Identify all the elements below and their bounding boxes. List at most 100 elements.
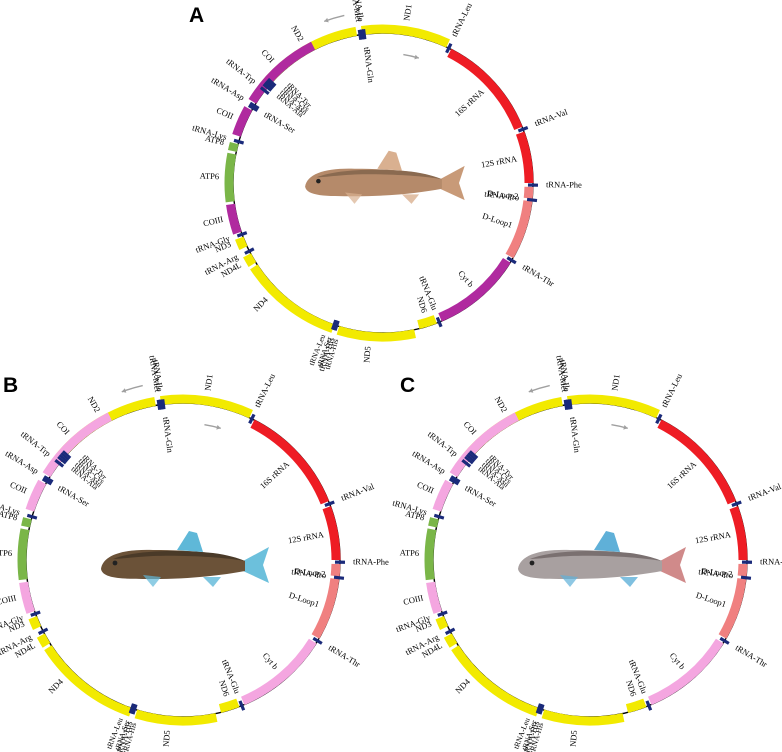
gene-label: COIII <box>402 593 424 607</box>
gene-label: D-Loop1 <box>288 590 321 609</box>
trna-block <box>244 247 255 255</box>
trna-block <box>37 627 49 635</box>
trna-block <box>357 29 363 40</box>
gene-label: tRNA-Thr <box>327 642 363 669</box>
fish-back <box>530 551 662 561</box>
panel-letter: C <box>400 374 415 397</box>
gene-label: tRNA-Phe <box>760 556 782 567</box>
trna-block <box>568 399 573 410</box>
gene-label: Cyt b <box>456 268 476 289</box>
trna-block <box>249 101 260 110</box>
gene-segment <box>541 709 625 726</box>
gene-segment <box>159 394 253 419</box>
gene-label: tRNA-Gln <box>362 46 377 84</box>
trna-block <box>444 627 456 635</box>
trna-block <box>445 42 453 54</box>
gene-segment <box>36 633 51 648</box>
trna-block <box>58 454 69 463</box>
trna-block <box>526 197 538 203</box>
gene-label: tRNA-Leu <box>659 371 684 409</box>
gene-segment <box>438 257 511 322</box>
arrow-head <box>121 388 127 393</box>
fish-tail <box>660 547 686 583</box>
trna-block <box>57 455 67 465</box>
trna-block <box>233 138 245 145</box>
gene-segment <box>243 253 257 267</box>
gene-segment <box>44 645 133 717</box>
trna-block <box>361 29 367 40</box>
trna-block <box>645 700 653 711</box>
gene-segment <box>417 315 437 330</box>
gene-label: COI <box>55 419 72 437</box>
gene-label: ND6 <box>415 295 430 314</box>
trna-block <box>247 104 259 112</box>
trna-block <box>262 83 272 92</box>
trna-block <box>128 703 136 714</box>
gene-segment <box>428 517 439 528</box>
gene-label: ND5 <box>568 730 579 747</box>
gene-label: tRNA-Leu <box>252 371 277 409</box>
gene-label: D-Loop2 <box>701 566 733 579</box>
gene-segment <box>360 24 450 48</box>
gene-segment <box>21 517 32 528</box>
gene-segment <box>19 581 36 614</box>
gene-label: ND2 <box>289 24 306 43</box>
gene-segment <box>232 106 253 137</box>
gene-label: tRNA-Trp <box>224 56 258 86</box>
gene-label: D-Loop2 <box>487 188 519 201</box>
gene-label: D-Loop1 <box>481 211 514 230</box>
gene-segment <box>447 48 523 131</box>
trna-block <box>435 316 443 328</box>
gene-label: ND4 <box>251 294 270 313</box>
trna-block <box>158 399 164 410</box>
gene-segment <box>226 203 242 235</box>
gene-label: tRNA-Ser <box>463 483 498 509</box>
fish-eye <box>529 560 535 566</box>
gene-label: 12S rRNA <box>694 529 732 545</box>
gene-label: tRNA-Gln <box>161 416 176 454</box>
fish-anal-fin <box>203 577 221 587</box>
trna-block <box>563 399 569 411</box>
gene-label: ATP8 <box>404 508 425 522</box>
gene-label: tRNA-Thr <box>734 642 770 669</box>
gene-label: ND1 <box>202 374 214 392</box>
gene-label: COII <box>215 105 235 121</box>
gene-label: tRNA-Gly <box>394 612 432 634</box>
gene-segment <box>435 616 449 630</box>
gene-label: tRNA-Pro <box>484 189 520 203</box>
trna-block <box>267 77 277 87</box>
gene-segment <box>449 412 519 478</box>
gene-segment <box>523 186 534 199</box>
gene-segment <box>647 638 724 705</box>
gene-label: 12S rRNA <box>480 153 518 169</box>
gene-label: COII <box>416 479 436 495</box>
gene-label: tRNA-Asp <box>4 448 41 476</box>
gene-label: ND6 <box>624 679 639 698</box>
arrow-head <box>414 54 419 60</box>
gene-label: COIII <box>0 593 17 607</box>
trna-block <box>465 454 476 463</box>
trna-block <box>324 500 335 508</box>
gene-label: tRNA-Pro <box>291 566 327 580</box>
gene-segment <box>134 709 218 726</box>
gene-label: ND4 <box>453 676 472 695</box>
gene-segment <box>227 141 239 152</box>
gene-label: tRNA-Ser <box>56 483 91 509</box>
arrow-head <box>216 424 221 430</box>
gene-segment <box>625 698 647 713</box>
fish-pelvic-fin <box>560 575 578 587</box>
trna-block <box>236 231 248 238</box>
gene-label: tRNA-Pro <box>698 566 734 580</box>
gene-label: tRNA-Val <box>533 106 569 128</box>
trna-block <box>60 452 70 461</box>
gene-label: tRNA-Gly <box>194 233 232 255</box>
fish-body <box>101 549 245 579</box>
trna-block <box>161 399 166 410</box>
panel-c: C <box>400 374 415 397</box>
fish-tail <box>243 547 269 583</box>
trna-block <box>331 319 338 331</box>
gene-segment <box>235 236 248 250</box>
gene-label: tRNA-Thr <box>521 262 557 289</box>
gene-label: ATP6 <box>200 171 220 182</box>
